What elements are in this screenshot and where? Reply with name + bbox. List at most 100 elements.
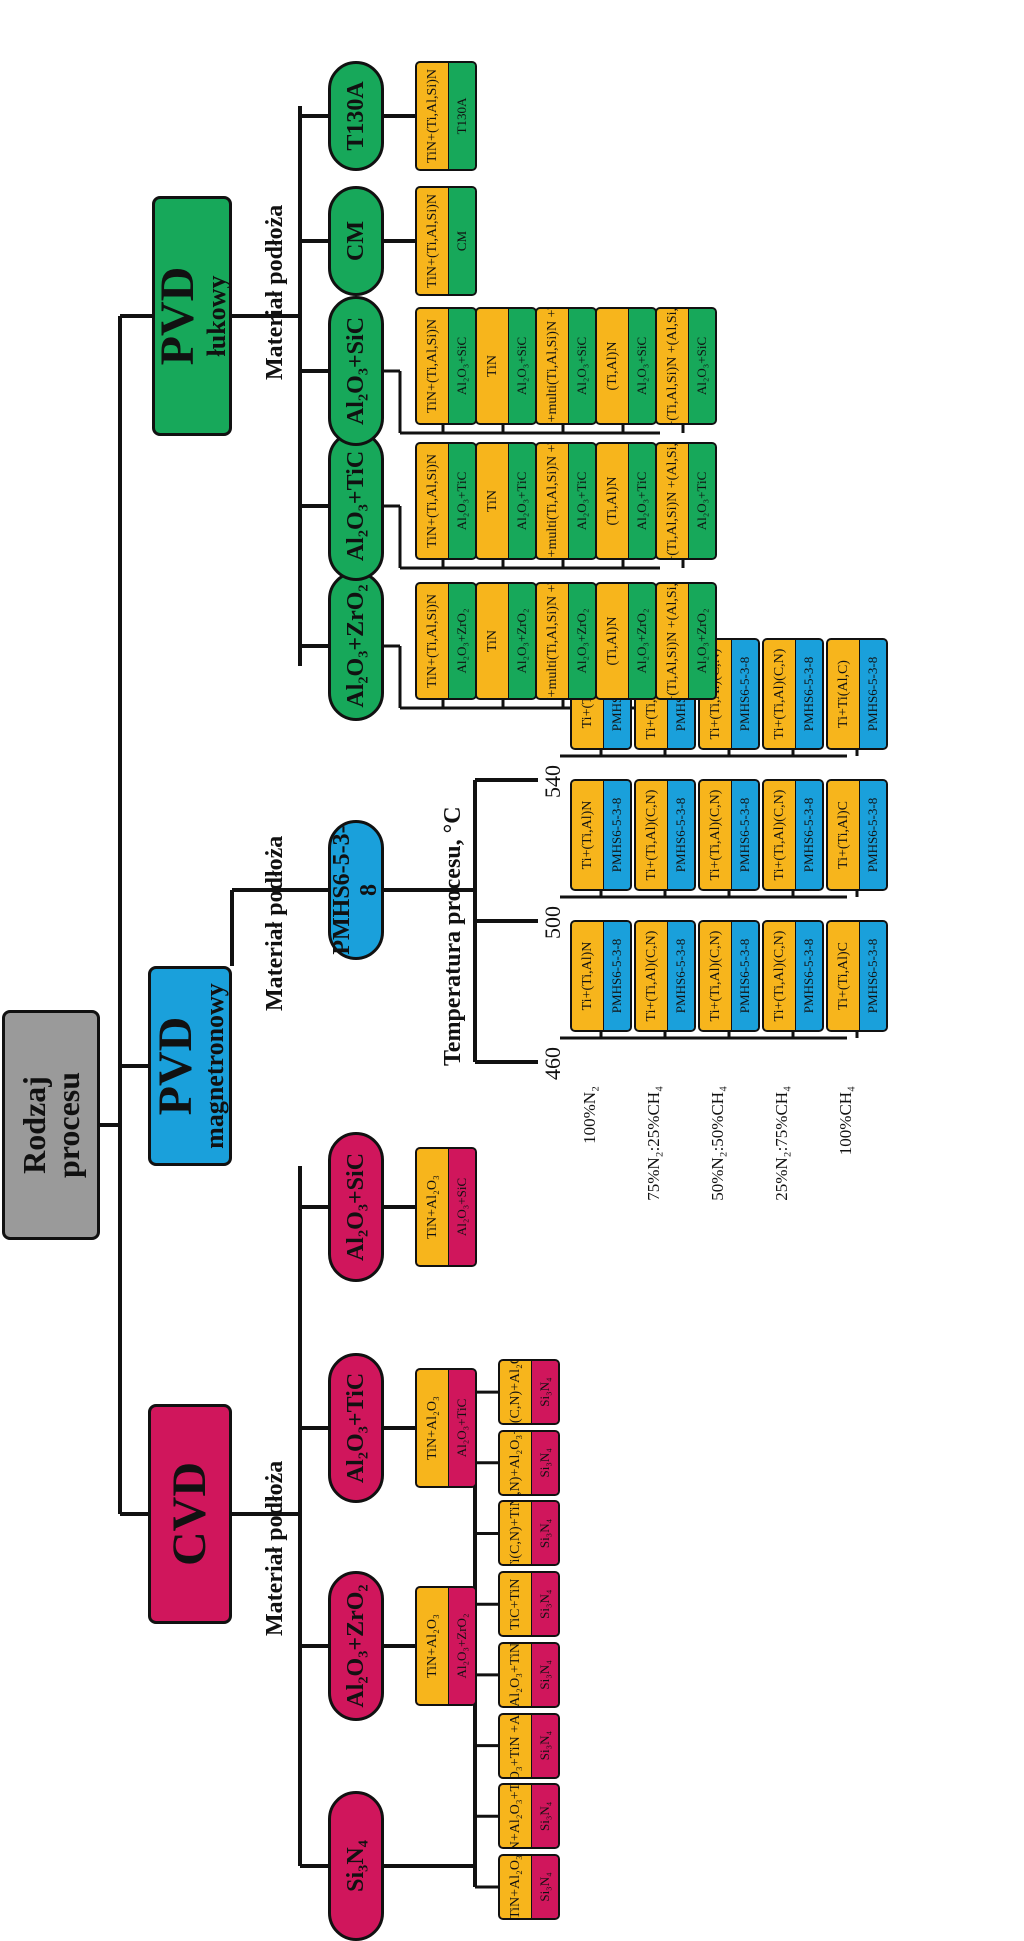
cvd-substrate-node: Si₃N₄: [328, 1791, 384, 1941]
coating-label: Ti+(Ti,Al)C: [828, 781, 860, 889]
pvd-magnetron-coating-card: Ti+(Ti,Al)(C,N)PMHS6-5-3-8: [762, 779, 824, 891]
coating-label: TiN+Al₂O₃: [417, 1370, 449, 1486]
substrate-label: T130A: [449, 63, 475, 169]
coating-label: TiN+Al₂O₃+TiN +Al₂O₃+TiN: [500, 1713, 532, 1779]
coating-label: Ti(C,N)+TiN: [500, 1501, 532, 1567]
gas-composition-label: 100%N₂: [580, 1086, 599, 1144]
branch-pvd-magnetron-title: PVD: [149, 1016, 202, 1116]
coating-label: TiN+Al₂O₃: [417, 1588, 449, 1704]
substrate-label: Si₃N₄: [532, 1785, 558, 1848]
coating-label: TiN+(Ti,Al,Si)N: [417, 584, 449, 698]
branch-pvd-magnetron-subtitle: magnetronowy: [200, 983, 229, 1149]
substrate-label: Al₂O₃+SiC: [449, 1149, 475, 1265]
pvd-magnetron-coating-card: Ti+(Ti,Al)(C,N)PMHS6-5-3-8: [634, 920, 696, 1032]
substrate-label: Al₂O₃+TiC: [629, 444, 655, 558]
temperature-label: Temperatura procesu, °C: [440, 806, 466, 1066]
substrate-label: Si₃N₄: [532, 1573, 558, 1636]
gas-composition-label: 75%N₂:25%CH₄: [644, 1086, 663, 1201]
coating-label: Ti+(Ti,Al)(C,N): [636, 922, 668, 1030]
substrate-label: Si₃N₄: [532, 1714, 558, 1777]
substrate-label: Al₂O₃+TiC: [569, 444, 595, 558]
gas-composition-label: 100%CH₄: [836, 1086, 855, 1156]
substrate-label: Al₂O₃+SiC: [569, 309, 595, 423]
pvd-arc-substrate-node: Al₂O₃+ZrO₂: [328, 571, 384, 721]
temperature-tick-label: 460: [540, 1047, 565, 1080]
branch-pvd-magnetron: PVD magnetronowy: [148, 966, 232, 1166]
coating-label: (Ti,Al)N: [597, 444, 629, 558]
substrate-label: PMHS6-5-3-8: [796, 922, 822, 1030]
coating-label: Ti+(Ti,Al)(C,N): [636, 781, 668, 889]
coating-label: Ti+(Ti,Al)(C,N): [764, 640, 796, 748]
coating-label: TiN+(Ti,Al,Si)N +(Al,Si,Ti)N: [657, 442, 689, 560]
coating-label: (Ti,Al)N: [597, 584, 629, 698]
temperature-tick-label: 540: [540, 765, 565, 798]
substrate-label: Si₃N₄: [532, 1643, 558, 1706]
substrate-label: PMHS6-5-3-8: [860, 781, 886, 889]
pvd-magnetron-coating-card: Ti+(Ti,Al)(C,N)PMHS6-5-3-8: [698, 779, 760, 891]
coating-label: TiN+(Ti,Al,Si)N +(Al,Si,Ti)N: [657, 307, 689, 425]
substrate-label: PMHS6-5-3-8: [732, 781, 758, 889]
substrate-label: PMHS6-5-3-8: [796, 640, 822, 748]
coating-label: Ti+(Ti,Al)(C,N): [700, 781, 732, 889]
pvd-magnetron-coating-card: Ti+(Ti,Al)(C,N)PMHS6-5-3-8: [762, 638, 824, 750]
coating-label: TiN: [477, 584, 509, 698]
pvd-magnetron-coating-card: Ti+(Ti,Al)(C,N)PMHS6-5-3-8: [634, 779, 696, 891]
substrate-label: Al₂O₃+TiC: [689, 444, 715, 558]
coating-label: TiN+(Ti,Al,Si)N: [417, 444, 449, 558]
root-label-line2: procesu: [50, 1071, 86, 1179]
substrate-label: PMHS6-5-3-8: [668, 781, 694, 889]
coating-label: TiN+Al₂O₃: [500, 1855, 532, 1919]
substrate-label: Si₃N₄: [532, 1431, 558, 1494]
coating-label: Ti+(Ti,Al)C: [828, 922, 860, 1030]
substrate-label: Al₂O₃+ZrO₂: [449, 584, 475, 698]
pvd-arc-substrate-node: T130A: [328, 61, 384, 171]
substrate-label: PMHS6-5-3-8: [668, 922, 694, 1030]
substrate-label: Al₂O₃+ZrO₂: [509, 584, 535, 698]
coating-label: (Ti,Al)N: [597, 309, 629, 423]
coating-label: TiN+(Ti,Al,Si)N: [417, 63, 449, 169]
coating-label: Al₂O₃+TiN: [500, 1643, 532, 1707]
coating-label: Ti+(Ti,Al)(C,N): [764, 781, 796, 889]
coating-label: Ti+(Ti,Al)N: [572, 922, 604, 1030]
coating-label: Ti(C,N)+Al₂O₃: [500, 1359, 532, 1425]
cvd-substrate-label: Materiał podłoża: [262, 1460, 288, 1636]
substrate-label: PMHS6-5-3-8: [732, 922, 758, 1030]
substrate-label: PMHS6-5-3-8: [604, 922, 630, 1030]
cvd-substrate-node: Al₂O₃+TiC: [328, 1353, 384, 1503]
temperature-tick-label: 500: [540, 906, 565, 939]
substrate-label: Al₂O₃+ZrO₂: [449, 1588, 475, 1704]
pvd-magnetron-coating-card: Ti+(Ti,Al)(C,N)PMHS6-5-3-8: [762, 920, 824, 1032]
pvd-magnetron-coating-card: Ti+Ti(Al,C)PMHS6-5-3-8: [826, 638, 888, 750]
coating-label: TiN+multi(Ti,Al,Si)N +TiN: [537, 442, 569, 560]
pvd-arc-substrate-label: Materiał podłoża: [262, 204, 288, 380]
substrate-label: Si₃N₄: [532, 1856, 558, 1918]
substrate-label: Al₂O₃+ZrO₂: [689, 584, 715, 698]
coating-label: TiN: [477, 309, 509, 423]
coating-label: TiC+TiN: [500, 1573, 532, 1636]
coating-label: TiN+(Ti,Al,Si)N: [417, 309, 449, 423]
coating-label: Ti+(Ti,Al)(C,N): [700, 922, 732, 1030]
